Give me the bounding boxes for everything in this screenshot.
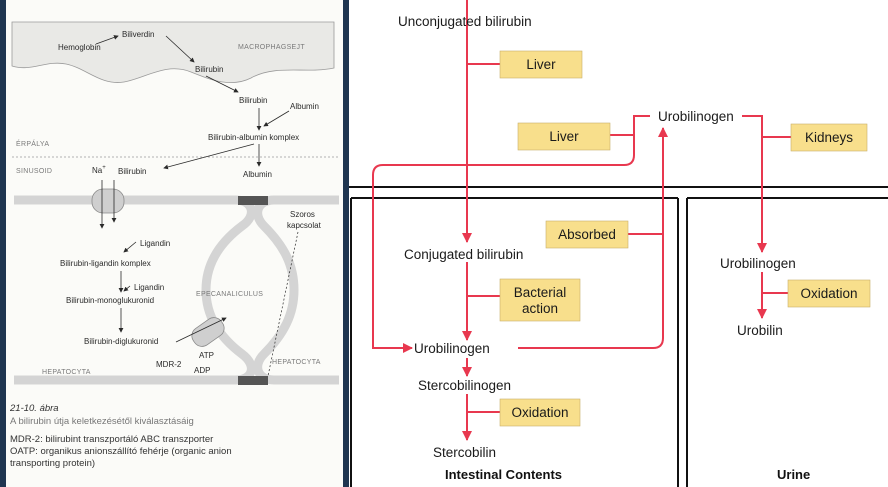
stercobilin-label: Stercobilin: [433, 445, 496, 460]
enterohepatic-loop: [372, 115, 650, 353]
erpalya-label: ÉRPÁLYA: [16, 139, 49, 148]
conjugated-bilirubin-label: Conjugated bilirubin: [404, 247, 523, 262]
unconjugated-bilirubin-label: Unconjugated bilirubin: [398, 14, 532, 29]
sodium-label: Na+: [92, 165, 106, 175]
caption-line-3: transporting protein): [10, 458, 95, 469]
albumin-in-label: Albumin: [290, 102, 319, 111]
liver-label-1: Liver: [526, 57, 556, 72]
ligandin-label-2: Ligandin: [134, 283, 164, 292]
tight-junction-bottom: [238, 376, 268, 385]
complex-label: Bilirubin-albumin komplex: [208, 133, 299, 142]
atp-label: ATP: [199, 351, 214, 360]
figure-title: A bilirubin útja keletkezésétől kiválasz…: [10, 416, 194, 427]
bilirubin-metabolism-figure: Liver Liver Kidneys Absorbed Bacterial a…: [349, 0, 888, 487]
hemoglobin-label: Hemoglobin: [58, 43, 101, 52]
ligandin-label-1: Ligandin: [140, 239, 170, 248]
bacterial-label-1: Bacterial: [514, 285, 567, 300]
kidneys-label: Kidneys: [805, 130, 853, 145]
macrophage-cell: [11, 21, 335, 84]
mdr2-transporter: [191, 317, 225, 347]
intestinal-contents-heading: Intestinal Contents: [445, 467, 562, 482]
urine-heading: Urine: [777, 467, 810, 482]
diglucuronide-label: Bilirubin-diglukuronid: [84, 337, 158, 346]
urobilinogen-to-kidney: [742, 115, 767, 253]
caption-line-1: MDR-2: bilirubint transzportáló ABC tran…: [10, 434, 213, 445]
hepatocyta-right-label: HEPATOCYTA: [272, 359, 321, 366]
monoglucuronide-label: Bilirubin-monoglukuronid: [66, 296, 154, 305]
liver-label-2: Liver: [549, 129, 579, 144]
mdr2-label: MDR-2: [156, 360, 182, 369]
bilirubin-node-2: Bilirubin: [239, 96, 267, 105]
ligandin-complex-label: Bilirubin-ligandin komplex: [60, 259, 151, 268]
left-hepatocyte-membrane: [14, 195, 256, 385]
adp-label: ADP: [194, 366, 210, 375]
albumin-out-label: Albumin: [243, 170, 272, 179]
liver-box-1: [499, 50, 583, 79]
urobilinogen-top-label: Urobilinogen: [658, 109, 734, 124]
macrophage-label: MACROPHAGSEJT: [238, 44, 305, 51]
hepatocyta-left-label: HEPATOCYTA: [42, 369, 91, 376]
bacterial-action-box: [499, 278, 581, 322]
urobilinogen-urine-label: Urobilinogen: [720, 256, 796, 271]
oxidation-box-1: [499, 398, 581, 427]
oxidation-label-1: Oxidation: [511, 405, 568, 420]
bilirubin-pathway-figure: Hemoglobin Biliverdin MACROPHAGSEJT Bili…: [6, 0, 343, 487]
absorbed-box: [545, 220, 629, 249]
sinusoid-label: SINUSOID: [16, 168, 52, 175]
tight-junction-top: [238, 196, 268, 205]
oatp-transporter: [91, 188, 125, 214]
bacterial-label-2: action: [522, 301, 558, 316]
biliverdin-label: Biliverdin: [122, 30, 154, 39]
oxidation-label-2: Oxidation: [800, 286, 857, 301]
absorbed-label: Absorbed: [558, 227, 616, 242]
bilirubin-node-3: Bilirubin: [118, 167, 146, 176]
stercobilinogen-label: Stercobilinogen: [418, 378, 511, 393]
absorbed-path: [518, 127, 668, 349]
figure-number: 21-10. ábra: [9, 403, 59, 414]
urobilin-label: Urobilin: [737, 323, 783, 338]
kidneys-box: [790, 123, 868, 152]
liver-box-2: [517, 122, 611, 151]
szoros-label: Szoros: [290, 210, 315, 219]
caption-line-2: OATP: organikus anionszállító fehérje (o…: [10, 446, 232, 457]
kapcsolat-label: kapcsolat: [287, 221, 322, 230]
urobilinogen-intestine-label: Urobilinogen: [414, 341, 490, 356]
metabolism-diagram: Liver Liver Kidneys Absorbed Bacterial a…: [349, 0, 888, 487]
right-hepatocyte-membrane: [253, 195, 339, 385]
pathway-diagram: Hemoglobin Biliverdin MACROPHAGSEJT Bili…: [9, 21, 339, 469]
bilirubin-node-1: Bilirubin: [195, 65, 223, 74]
epecanaliculus-label: EPECANALICULUS: [196, 291, 263, 298]
oxidation-box-2: [787, 279, 871, 308]
